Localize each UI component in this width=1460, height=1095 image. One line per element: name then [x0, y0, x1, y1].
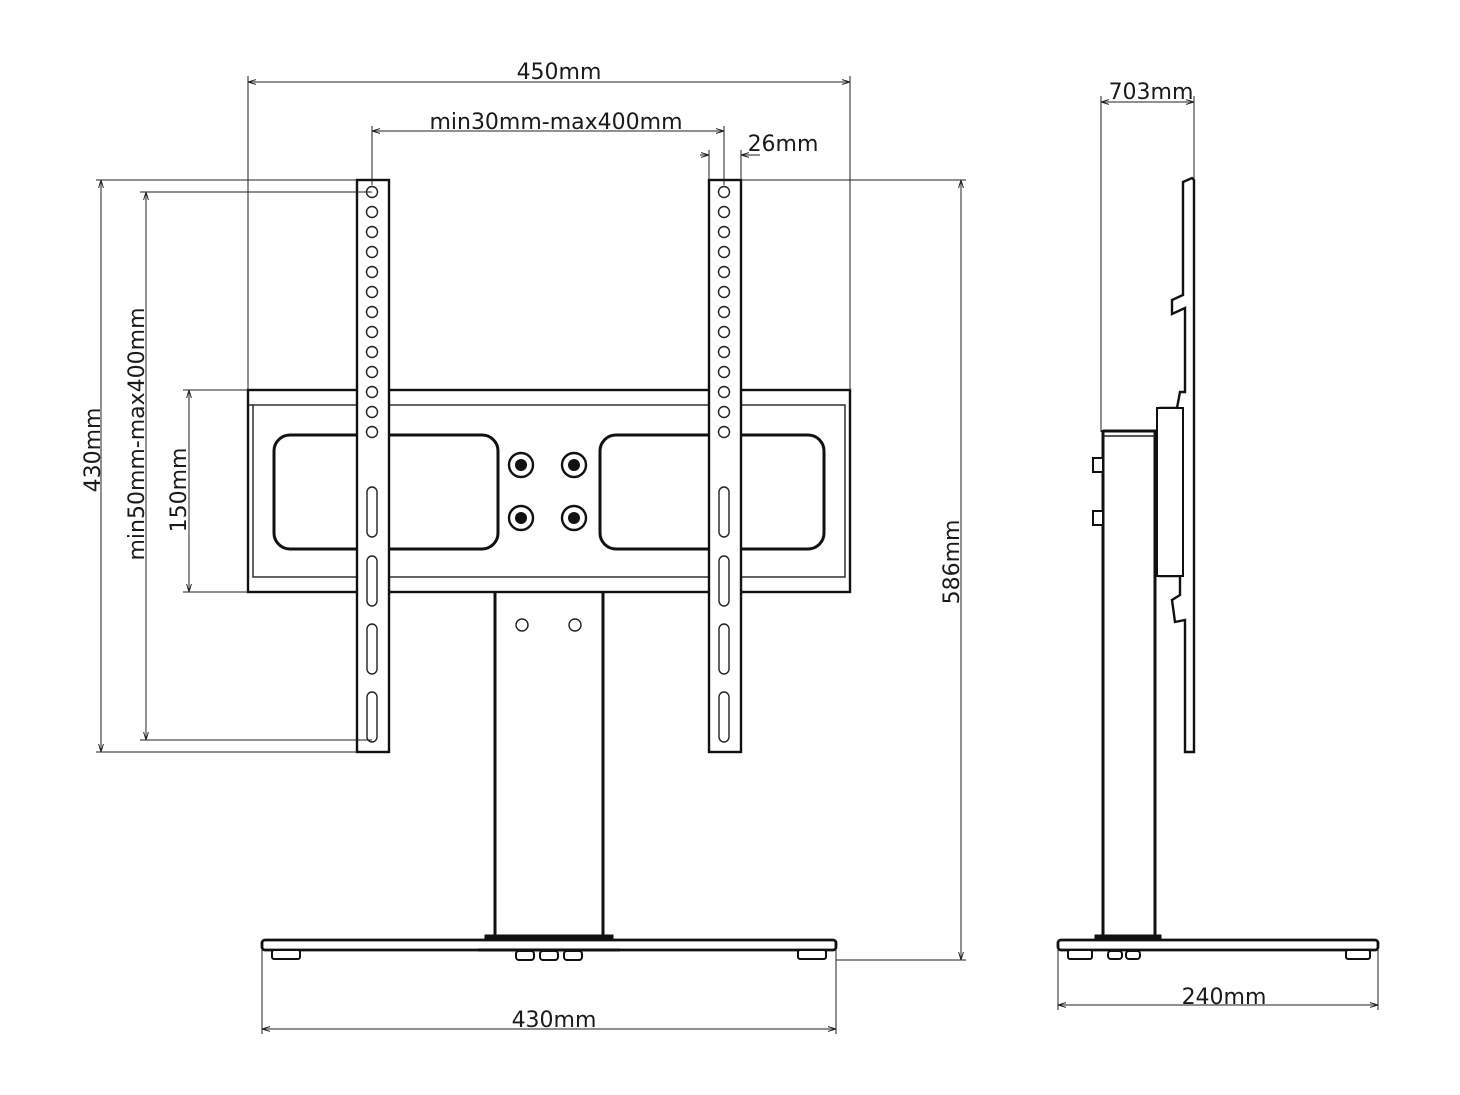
- center-bolts: [507, 451, 588, 532]
- total-height-label: 586mm: [940, 520, 965, 605]
- side-depth-label: 703mm: [1109, 80, 1194, 105]
- bracket-height-label: 430mm: [81, 408, 106, 493]
- bracket-width-label: 26mm: [748, 132, 819, 157]
- base-depth-label: 240mm: [1182, 985, 1267, 1010]
- right-bracket: [707, 178, 743, 754]
- mounting-plate: [246, 388, 852, 594]
- stand-column: [493, 592, 605, 938]
- left-bracket: [355, 178, 391, 754]
- base-width-label: 430mm: [512, 1008, 597, 1033]
- front-view: [246, 178, 852, 961]
- vesa-vertical-label: min50mm-max400mm: [125, 307, 150, 560]
- overall-width-label: 450mm: [517, 60, 602, 85]
- stand-base: [260, 934, 838, 961]
- vesa-horizontal-label: min30mm-max400mm: [429, 110, 682, 135]
- dimension-lines: [96, 76, 1379, 1034]
- dimension-labels: 450mm min30mm-max400mm 26mm 703mm 430mm …: [81, 60, 1266, 1033]
- plate-height-label: 150mm: [167, 448, 192, 533]
- side-view: [1056, 176, 1380, 960]
